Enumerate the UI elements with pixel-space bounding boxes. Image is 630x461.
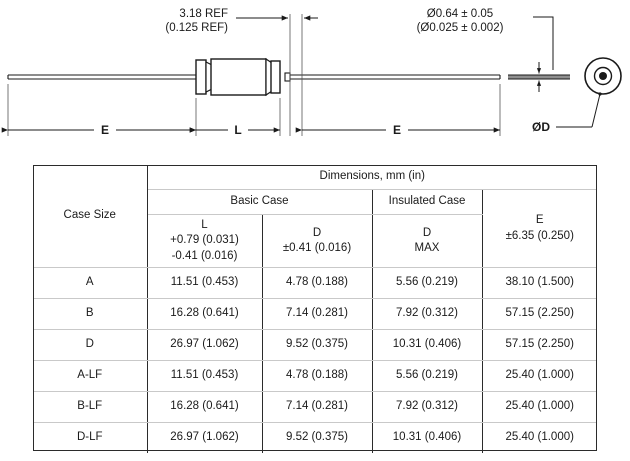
header-col-E-tolerance: ±6.35 (0.250): [505, 229, 574, 242]
header-col-D-insulated-name: D: [422, 226, 432, 239]
cell-D-basic: 7.14 (0.281): [262, 298, 373, 330]
table-row: A-LF 11.51 (0.453) 4.78 (0.188) 5.56 (0.…: [33, 360, 597, 392]
cell-L: 26.97 (1.062): [147, 422, 263, 453]
table-row: A 11.51 (0.453) 4.78 (0.188) 5.56 (0.219…: [33, 267, 597, 299]
end-view-cross-section: [584, 57, 622, 95]
dimension-body-length-L: L: [189, 123, 280, 137]
cell-E: 25.40 (1.000): [482, 360, 597, 392]
ref-dimension-callout: 3.18 REF (0.125 REF): [165, 8, 318, 34]
header-col-D-basic-name: D: [312, 226, 322, 239]
header-col-E-name: E: [535, 214, 544, 227]
cell-case-size: B-LF: [33, 391, 148, 423]
cell-L: 16.28 (0.641): [147, 391, 263, 423]
drawing-canvas: 3.18 REF (0.125 REF) Ø0.64 ± 0.05 (Ø0.02…: [1, 8, 622, 137]
table-row: B-LF 16.28 (0.641) 7.14 (0.281) 7.92 (0.…: [33, 391, 597, 423]
ref-dimension-mm: 3.18 REF: [179, 8, 228, 20]
header-col-D-basic-tolerance: ±0.41 (0.016): [282, 242, 352, 254]
cell-L: 26.97 (1.062): [147, 329, 263, 361]
cell-case-size: D-LF: [33, 422, 148, 453]
lead-diameter-callout: Ø0.64 ± 0.05 (Ø0.025 ± 0.002): [417, 8, 554, 92]
cell-case-size: A: [33, 267, 148, 299]
lead-diameter-inch: (Ø0.025 ± 0.002): [417, 22, 504, 34]
cell-E: 57.15 (2.250): [482, 298, 597, 330]
cell-case-size: A-LF: [33, 360, 148, 392]
diode-body: [195, 57, 291, 97]
dimension-lead-right-E: E: [295, 123, 500, 137]
cell-L: 16.28 (0.641): [147, 298, 263, 330]
cell-E: 25.40 (1.000): [482, 422, 597, 453]
header-case-size: Case Size: [33, 165, 148, 268]
cell-D-insulated: 7.92 (0.312): [372, 298, 483, 330]
cell-E: 57.15 (2.250): [482, 329, 597, 361]
header-dimensions-group: Dimensions, mm (in): [147, 165, 597, 190]
header-insulated-case-group: Insulated Case: [372, 189, 483, 215]
table-row: D-LF 26.97 (1.062) 9.52 (0.375) 10.31 (0…: [33, 422, 597, 453]
cell-D-insulated: 7.92 (0.312): [372, 391, 483, 423]
dimensions-table: Case Size Dimensions, mm (in) Basic Case…: [33, 165, 597, 453]
table-row: D 26.97 (1.062) 9.52 (0.375) 10.31 (0.40…: [33, 329, 597, 361]
header-col-L-tolerance-minus: -0.41 (0.016): [171, 249, 238, 262]
header-col-L-name: L: [201, 219, 208, 232]
header-col-D-basic: D ±0.41 (0.016): [262, 214, 373, 268]
cell-case-size: D: [33, 329, 148, 361]
cell-D-insulated: 10.31 (0.406): [372, 329, 483, 361]
cell-L: 11.51 (0.453): [147, 360, 263, 392]
header-col-E: E ±6.35 (0.250): [482, 189, 597, 268]
extension-lines: [7, 14, 501, 136]
dimension-label-L: L: [234, 123, 241, 137]
cell-D-basic: 7.14 (0.281): [262, 391, 373, 423]
cell-case-size: B: [33, 298, 148, 330]
cell-L: 11.51 (0.453): [147, 267, 263, 299]
cell-E: 25.40 (1.000): [482, 391, 597, 423]
cell-D-insulated: 10.31 (0.406): [372, 422, 483, 453]
end-view-diameter-label: ØD: [532, 120, 550, 134]
table-header-subgroup-row: Basic Case Insulated Case E ±6.35 (0.250…: [33, 189, 597, 268]
lead-wire-diameter-sample: [508, 74, 570, 80]
header-basic-case-group: Basic Case: [147, 189, 373, 215]
table-header-column-row: L +0.79 (0.031) -0.41 (0.016) D ±0.41 (0…: [33, 214, 597, 268]
header-col-D-insulated: D MAX: [372, 214, 483, 268]
cell-D-basic: 9.52 (0.375): [262, 329, 373, 361]
cell-D-insulated: 5.56 (0.219): [372, 360, 483, 392]
lead-wire-left: [7, 74, 196, 80]
cell-D-basic: 9.52 (0.375): [262, 422, 373, 453]
cell-D-basic: 4.78 (0.188): [262, 267, 373, 299]
header-col-D-insulated-max: MAX: [414, 242, 440, 254]
dimension-label-E-left: E: [101, 123, 109, 137]
lead-wire-right: [288, 74, 501, 80]
header-col-L-tolerance-plus: +0.79 (0.031): [170, 234, 239, 247]
table-header-group-row: Case Size Dimensions, mm (in): [33, 165, 597, 268]
dimension-label-E-right: E: [393, 123, 401, 137]
axial-diode-technical-drawing: 3.18 REF (0.125 REF) Ø0.64 ± 0.05 (Ø0.02…: [0, 0, 630, 155]
cell-D-basic: 4.78 (0.188): [262, 360, 373, 392]
lead-diameter-mm: Ø0.64 ± 0.05: [427, 8, 493, 20]
header-col-L: L +0.79 (0.031) -0.41 (0.016): [147, 214, 263, 268]
cell-E: 38.10 (1.500): [482, 267, 597, 299]
cell-D-insulated: 5.56 (0.219): [372, 267, 483, 299]
table-row: B 16.28 (0.641) 7.14 (0.281) 7.92 (0.312…: [33, 298, 597, 330]
ref-dimension-inch: (0.125 REF): [165, 22, 228, 34]
dimension-lead-left-E: E: [1, 123, 196, 137]
end-view-leader-line: [556, 92, 602, 128]
